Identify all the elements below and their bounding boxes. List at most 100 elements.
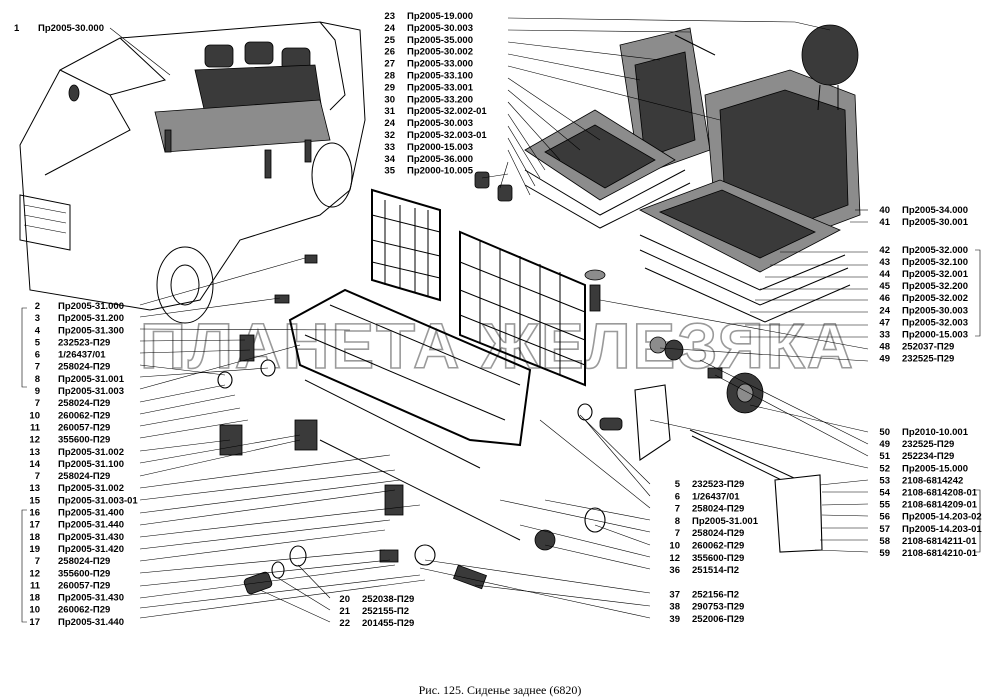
label-number: 8 — [675, 516, 680, 527]
label-code: Пр2005-31.001 — [692, 516, 759, 527]
label-code: 258024-П29 — [58, 398, 110, 409]
label-code: Пр2000-15.003 — [902, 329, 968, 340]
label-number: 18 — [29, 532, 40, 543]
label-code: Пр2005-31.200 — [58, 313, 124, 324]
label-number: 57 — [879, 524, 890, 535]
label-code: Пр2005-32.002-01 — [407, 106, 487, 117]
label-number: 20 — [339, 594, 350, 605]
label-code: 252156-П2 — [692, 589, 739, 600]
label-number: 13 — [29, 483, 40, 494]
label-number: 24 — [384, 118, 395, 129]
watermark: ПЛАНЕТА ЖЕЛЕЗЯКА — [140, 310, 855, 382]
label-number: 7 — [35, 556, 40, 567]
label-number: 7 — [35, 398, 40, 409]
seat-base-frame — [288, 288, 532, 541]
label-number: 19 — [29, 544, 40, 555]
label-code: 260062-П29 — [692, 541, 744, 552]
label-number: 5 — [675, 479, 681, 490]
label-number: 5 — [35, 337, 41, 348]
label-code: 258024-П29 — [692, 504, 744, 515]
label-brackets — [21, 249, 981, 623]
label-number: 9 — [35, 386, 40, 397]
label-number: 14 — [29, 459, 40, 470]
label-code: 252006-П29 — [692, 614, 744, 625]
label-code: Пр2005-30.003 — [407, 118, 473, 129]
label-code: Пр2005-31.440 — [58, 520, 124, 531]
label-code: 1/26437/01 — [692, 491, 740, 502]
label-number: 38 — [669, 602, 680, 613]
label-number: 11 — [30, 580, 41, 591]
label-number: 7 — [675, 504, 680, 515]
label-code: Пр2005-31.002 — [58, 447, 124, 458]
leader-lines — [109, 17, 869, 623]
label-code: 232525-П29 — [902, 354, 954, 365]
label-code: Пр2005-32.000 — [902, 245, 968, 256]
label-number: 33 — [384, 142, 395, 153]
label-number: 44 — [879, 269, 890, 280]
label-code: Пр2005-14.203-02 — [902, 512, 982, 523]
label-code: 251514-П2 — [692, 565, 739, 576]
label-code: 2108-6814242 — [902, 475, 963, 486]
label-code: Пр2005-31.440 — [58, 617, 124, 628]
label-number: 7 — [35, 471, 40, 482]
label-code: Пр2005-31.430 — [58, 532, 124, 543]
label-number: 42 — [879, 245, 890, 256]
label-number: 32 — [384, 130, 395, 141]
label-code: Пр2005-31.300 — [58, 325, 124, 336]
label-code: 232523-П29 — [58, 337, 110, 348]
label-code: 2108-6814211-01 — [902, 536, 977, 547]
label-code: 260057-П29 — [58, 423, 110, 434]
label-code: Пр2005-31.003-01 — [58, 495, 138, 506]
label-number: 11 — [30, 423, 41, 434]
label-code: Пр2005-34.000 — [902, 205, 968, 216]
vehicle-illustration — [19, 21, 366, 324]
label-number: 50 — [879, 427, 890, 438]
label-code: Пр2005-31.100 — [58, 459, 124, 470]
label-number: 29 — [384, 82, 395, 93]
label-number: 33 — [879, 329, 890, 340]
label-number: 6 — [35, 350, 40, 361]
label-code: Пр2005-30.001 — [902, 217, 969, 228]
label-code: 258024-П29 — [58, 556, 110, 567]
label-number: 41 — [879, 217, 890, 228]
figure-caption: Рис. 125. Сиденье заднее (6820) — [419, 683, 582, 697]
label-number: 10 — [669, 541, 680, 552]
label-code: 232525-П29 — [902, 439, 954, 450]
label-number: 35 — [384, 166, 395, 177]
label-number: 26 — [384, 47, 395, 58]
label-code: Пр2005-32.002 — [902, 293, 968, 304]
label-number: 17 — [29, 617, 40, 628]
label-number: 7 — [675, 528, 680, 539]
label-number: 59 — [879, 548, 890, 559]
label-number: 36 — [669, 565, 680, 576]
label-number: 4 — [35, 325, 41, 336]
label-code: Пр2005-14.203-01 — [902, 524, 982, 535]
label-number: 12 — [669, 553, 680, 564]
label-code: Пр2005-32.001 — [902, 269, 969, 280]
label-number: 12 — [29, 568, 40, 579]
label-code: 252037-П29 — [902, 341, 954, 352]
label-number: 24 — [879, 305, 890, 316]
seat-cushions — [524, 24, 861, 323]
label-code: Пр2005-33.000 — [407, 59, 473, 70]
label-number: 56 — [879, 512, 890, 523]
label-number: 34 — [384, 154, 395, 165]
car-seat-illustration — [154, 41, 331, 179]
label-number: 55 — [879, 500, 890, 511]
label-number: 43 — [879, 257, 890, 268]
label-number: 52 — [879, 463, 890, 474]
label-number: 49 — [879, 439, 890, 450]
label-code: Пр2000-15.003 — [407, 142, 473, 153]
label-code: Пр2005-30.003 — [407, 23, 473, 34]
label-number: 46 — [879, 293, 890, 304]
label-code: Пр2005-31.002 — [58, 483, 124, 494]
label-number: 10 — [29, 605, 40, 616]
label-code: Пр2010-10.001 — [902, 427, 969, 438]
label-code: Пр2005-33.100 — [407, 71, 473, 82]
label-code: 2108-6814210-01 — [902, 548, 978, 559]
